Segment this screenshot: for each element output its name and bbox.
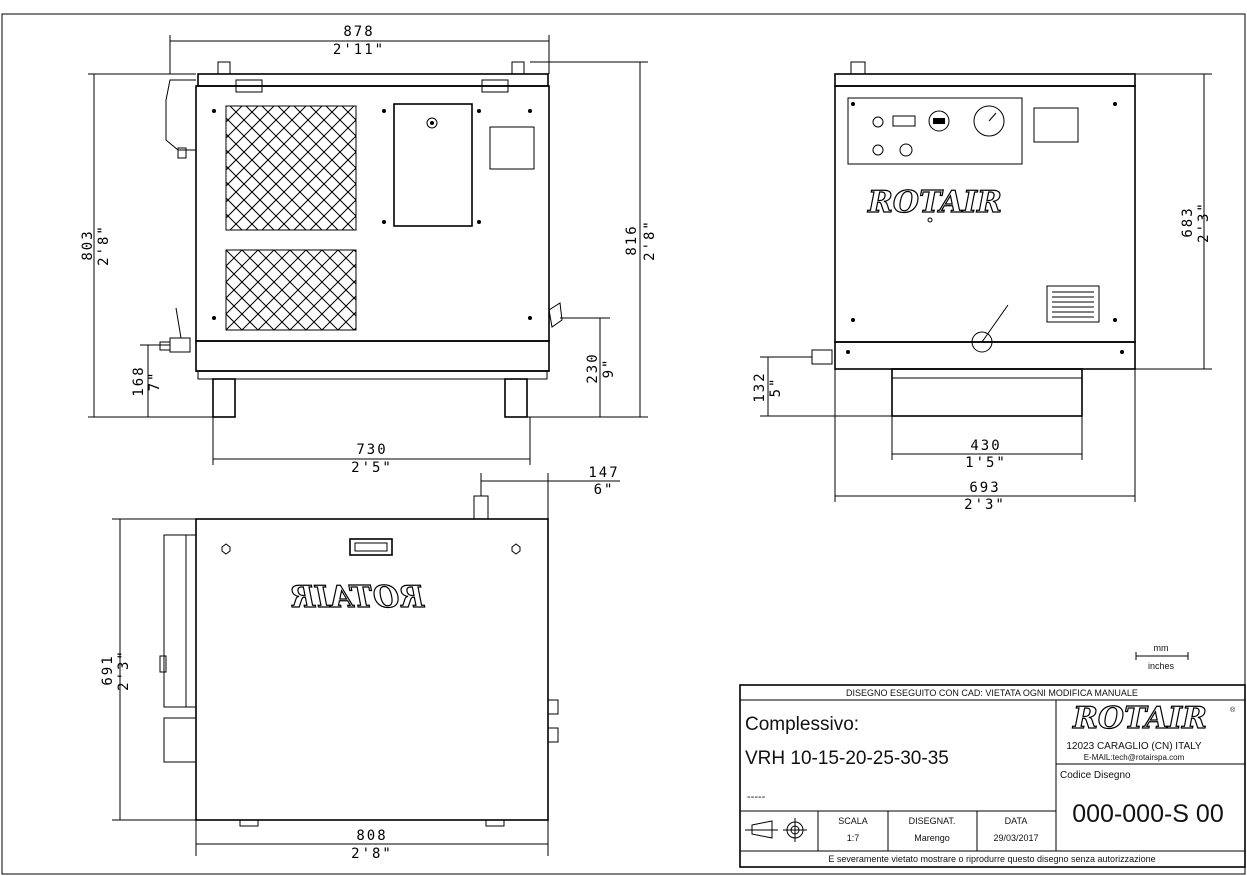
- vent-grille: [1046, 285, 1100, 323]
- dim-730-in: 2'5": [351, 460, 393, 476]
- disegnat-value: Marengo: [914, 833, 950, 843]
- codice-label: Codice Disegno: [1060, 770, 1131, 781]
- data-value: 29/03/2017: [993, 833, 1038, 843]
- dim-168-in: 7": [147, 371, 163, 392]
- title-block: DISEGNO ESEGUITO CON CAD: VIETATA OGNI M…: [739, 684, 1246, 868]
- legend-inches: inches: [1148, 661, 1175, 671]
- dim-683-in: 2'3": [1196, 201, 1212, 243]
- top-logo-mirrored: ROTAIR: [290, 580, 425, 615]
- dim-230-in: 9": [601, 358, 617, 379]
- dim-132-mm: 132: [752, 371, 768, 402]
- foot-left: [212, 378, 236, 418]
- dim-147-mm: 147: [588, 465, 619, 481]
- dim-693-in: 2'3": [964, 497, 1006, 513]
- grille-lower-mesh: [226, 250, 356, 330]
- dim-816-mm: 816: [624, 224, 640, 255]
- drawing-code: 000-000-S 00: [1072, 800, 1224, 828]
- dim-168-mm: 168: [131, 365, 147, 396]
- model-name: VRH 10-15-20-25-30-35: [745, 748, 949, 769]
- front-view: [159, 61, 563, 418]
- side-logo: ROTAIR: [867, 185, 1002, 220]
- footer-notice: E severamente vietato mostrare o riprodu…: [828, 854, 1155, 864]
- disegnat-label: DISEGNAT.: [909, 816, 956, 826]
- front-dimensions: 878 2'11" 803 2'8" 816 2'8" 168 7" 230 9…: [80, 24, 658, 476]
- dim-808-mm: 808: [356, 828, 387, 844]
- dim-230-mm: 230: [585, 352, 601, 383]
- grille-upper-mesh: [226, 106, 356, 230]
- side-dimensions: 683 2'3" 132 5" 430 1'5" 693 2'3": [752, 73, 1212, 513]
- title-header: DISEGNO ESEGUITO CON CAD: VIETATA OGNI M…: [846, 688, 1138, 698]
- side-view: ROTAIR: [811, 61, 1136, 417]
- legend-mm: mm: [1154, 643, 1169, 653]
- units-legend: mm inches: [1135, 643, 1189, 671]
- data-label: DATA: [1005, 816, 1028, 826]
- control-panel: [847, 97, 1023, 165]
- dim-430-in: 1'5": [965, 455, 1007, 471]
- access-panel: [393, 103, 473, 227]
- dim-147-in: 6": [594, 482, 615, 498]
- dim-816-in: 2'8": [642, 219, 658, 261]
- dim-730-mm: 730: [356, 442, 387, 458]
- dim-878-in: 2'11": [333, 42, 385, 58]
- dim-132-in: 5": [768, 377, 784, 398]
- dim-430-mm: 430: [970, 438, 1001, 454]
- company-address: 12023 CARAGLIO (CN) ITALY: [1066, 741, 1202, 752]
- foot-right: [504, 378, 528, 418]
- grille-lower: [225, 249, 357, 331]
- dim-683-mm: 683: [1180, 206, 1196, 237]
- base-frame: [891, 368, 1083, 417]
- title-logo: ROTAIR: [1072, 701, 1207, 736]
- scala-value: 1:7: [847, 833, 860, 843]
- dim-808-in: 2'8": [351, 846, 393, 862]
- registered-mark: ®: [1230, 706, 1236, 714]
- dim-878-mm: 878: [343, 24, 374, 40]
- dim-691-in: 2'3": [116, 649, 132, 691]
- dashes: -----: [747, 791, 766, 803]
- top-view: ROTAIR: [159, 495, 559, 827]
- pressure-gauge-icon: [973, 105, 1005, 137]
- dim-691-mm: 691: [100, 654, 116, 685]
- dim-693-mm: 693: [969, 480, 1000, 496]
- dim-803-in: 2'8": [96, 224, 112, 266]
- dim-803-mm: 803: [80, 229, 96, 260]
- top-dimensions: 147 6" 691 2'3" 808 2'8": [100, 465, 620, 862]
- scala-label: SCALA: [838, 816, 868, 826]
- company-email: E-MAIL:tech@rotairspa.com: [1084, 753, 1185, 762]
- complessivo-label: Complessivo:: [745, 714, 859, 735]
- projection-symbol: [745, 818, 807, 842]
- sheet-border: [1, 13, 1246, 875]
- grille-upper: [225, 105, 357, 231]
